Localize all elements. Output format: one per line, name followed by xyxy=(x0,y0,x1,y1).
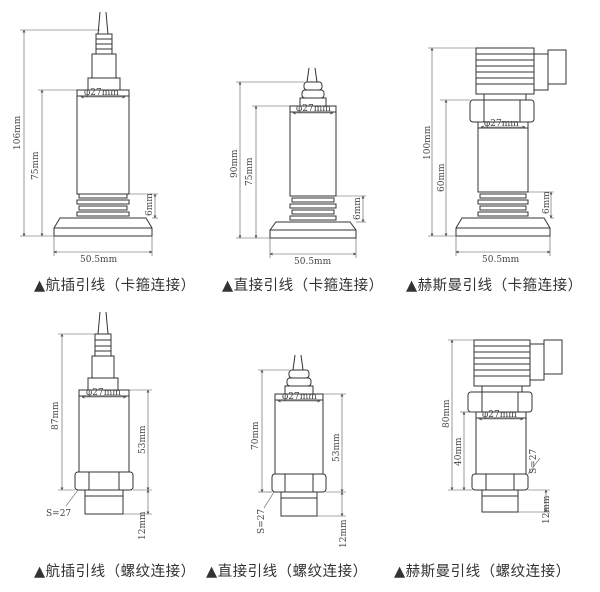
fig2-diameter-label: φ27mm xyxy=(296,104,331,114)
figure-4-dimensions xyxy=(58,333,152,515)
figure-direct-lead-clamp xyxy=(269,67,357,239)
figure-5-dimensions xyxy=(258,369,346,517)
caption-hirschmann-clamp: ▲赫斯曼引线（卡箍连接） xyxy=(406,278,583,294)
figure-aviation-plug-clamp xyxy=(53,11,153,237)
caption-hirschmann-thread: ▲赫斯曼引线（螺纹连接） xyxy=(394,564,571,580)
fig5-thread-length-label: 12mm xyxy=(339,519,349,548)
fig4-hex-size-label: S=27 xyxy=(46,509,71,519)
fig6-total-height-label: 80mm xyxy=(442,399,452,428)
fig3-clamp-height-label: 6mm xyxy=(542,191,552,214)
caption-direct-lead-thread: ▲直接引线（螺纹连接） xyxy=(206,564,368,580)
figure-aviation-plug-thread xyxy=(74,311,134,515)
figure-3-dimensions xyxy=(428,47,554,256)
fig5-total-height-label: 70mm xyxy=(251,421,261,450)
fig5-body-height-label: 53mm xyxy=(332,433,342,462)
fig3-total-height-label: 100mm xyxy=(423,125,433,160)
fig6-body-height-label: 40mm xyxy=(454,437,464,466)
fig4-diameter-label: φ27mm xyxy=(86,388,121,398)
fig6-diameter-label: φ27mm xyxy=(482,410,517,420)
fig3-diameter-label: φ27mm xyxy=(484,119,519,129)
fig1-diameter-label: φ27mm xyxy=(84,88,119,98)
fig2-total-height-label: 90mm xyxy=(230,149,240,178)
fig3-clamp-width-label: 50.5mm xyxy=(482,255,520,265)
figure-hirschmann-thread xyxy=(467,339,563,513)
figure-hirschmann-clamp xyxy=(455,47,567,237)
caption-aviation-plug-clamp: ▲航插引线（卡箍连接） xyxy=(34,278,196,294)
fig6-hex-size-label: S=27 xyxy=(529,449,539,474)
fig4-total-height-label: 87mm xyxy=(51,401,61,430)
figure-direct-lead-thread xyxy=(271,354,327,517)
caption-aviation-plug-thread: ▲航插引线（螺纹连接） xyxy=(34,564,196,580)
fig1-clamp-height-label: 6mm xyxy=(145,193,155,216)
fig6-thread-length-label: 12mm xyxy=(542,495,552,524)
fig5-hex-size-label: S=27 xyxy=(257,509,267,534)
figure-6-dimensions xyxy=(448,339,550,513)
fig2-clamp-width-label: 50.5mm xyxy=(294,257,332,267)
fig1-total-height-label: 106mm xyxy=(13,115,23,150)
fig1-clamp-width-label: 50.5mm xyxy=(80,255,118,265)
fig2-clamp-height-label: 6mm xyxy=(353,197,363,220)
caption-direct-lead-clamp: ▲直接引线（卡箍连接） xyxy=(222,278,384,294)
fig1-body-height-label: 75mm xyxy=(31,151,41,180)
fig3-body-height-label: 60mm xyxy=(437,163,447,192)
figure-1-dimensions xyxy=(20,29,158,256)
fig4-thread-length-label: 12mm xyxy=(138,511,148,540)
fig5-diameter-label: φ27mm xyxy=(282,392,317,402)
fig2-body-height-label: 75mm xyxy=(245,157,255,186)
figure-2-dimensions xyxy=(236,81,366,258)
fig4-body-height-label: 53mm xyxy=(138,425,148,454)
